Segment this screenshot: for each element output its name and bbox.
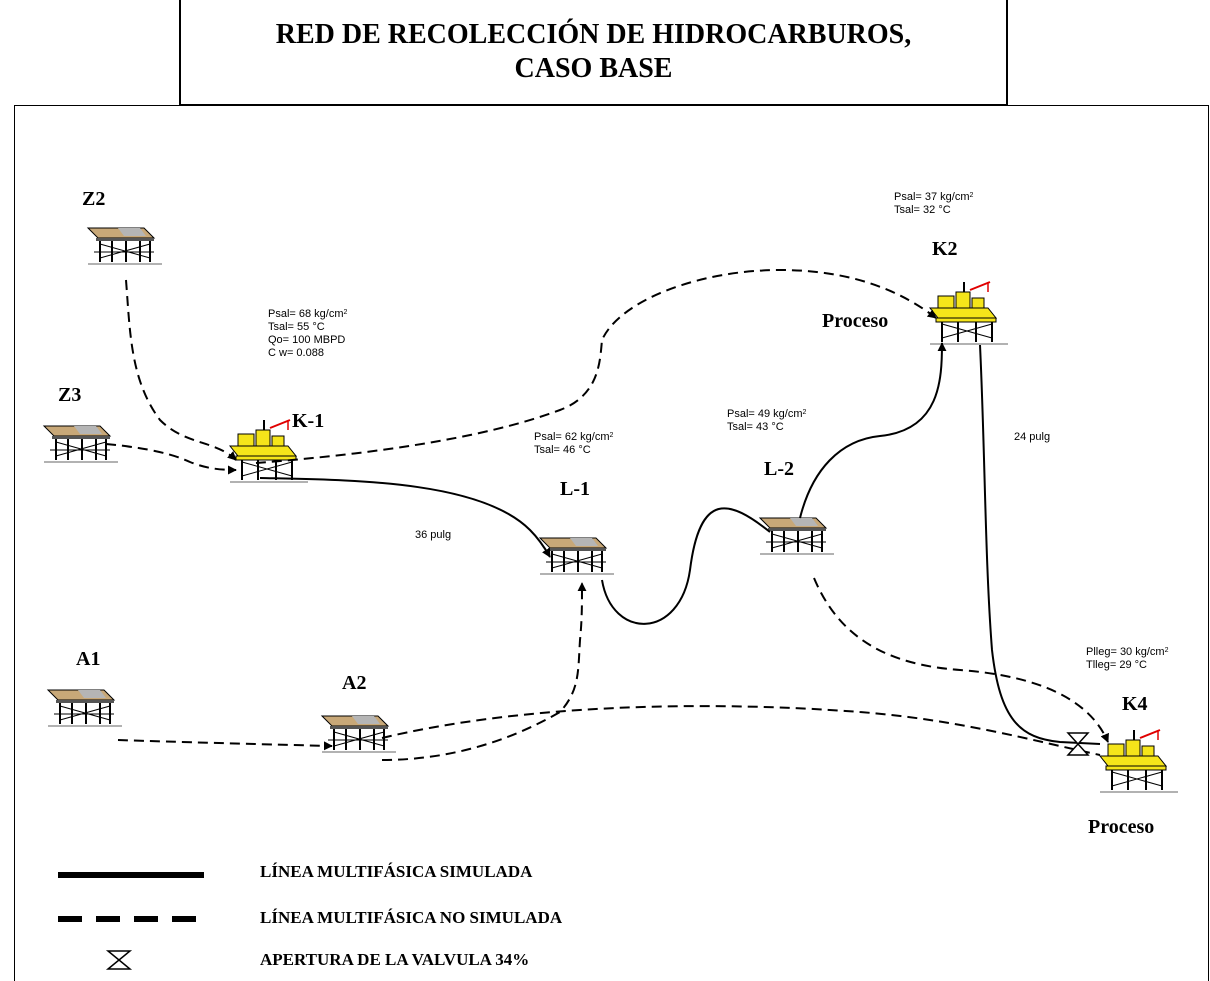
annotation-l2: Psal= 49 kg/cm2 Tsal= 43 °C: [727, 408, 807, 433]
line-a1-a2: [117, 739, 333, 751]
node-label-l1: L-1: [560, 478, 590, 500]
node-label-l2: L-2: [764, 458, 794, 480]
node-label-a1: A1: [76, 648, 101, 670]
legend-valve-icon: [105, 950, 133, 970]
line-a2-k4: [381, 705, 1101, 756]
l2-tsal: Tsal= 43 °C: [727, 421, 784, 433]
annotation-k4: Plleg= 30 kg/cm2 Tlleg= 29 °C: [1086, 646, 1169, 671]
line-k1-k2: [255, 268, 937, 464]
platform-a1: [47, 689, 123, 727]
k1-psal: Psal= 68 kg/cm: [268, 308, 344, 320]
pipe-size-k2-k4: 24 pulg: [1014, 431, 1051, 443]
node-label-k4: K4: [1122, 693, 1148, 715]
platform-z2: [87, 227, 163, 265]
annotation-k1: Psal= 68 kg/cm2 Tsal= 55 °C Qo= 100 MBPD…: [268, 308, 348, 359]
title-line-1: RED DE RECOLECCIÓN DE HIDROCARBUROS,: [275, 19, 912, 50]
node-label-k2: K2: [932, 238, 958, 260]
line-l1-l2: [601, 507, 771, 625]
k1-cw: C w= 0.088: [268, 347, 324, 359]
pipe-size-k1-l1: 36 pulg: [415, 529, 452, 541]
node-label-z2: Z2: [82, 188, 106, 210]
k4-tlleg: Tlleg= 29 °C: [1086, 659, 1147, 671]
platform-k4: [1099, 729, 1179, 793]
line-k1-l1: [259, 477, 551, 558]
line-l2-k4: [813, 577, 1109, 743]
title-box: RED DE RECOLECCIÓN DE HIDROCARBUROS, CAS…: [179, 0, 1008, 106]
line-a2-l1: [381, 582, 587, 761]
platform-l2: [759, 517, 835, 555]
platform-k2: [929, 281, 1009, 345]
k4-plleg: Plleg= 30 kg/cm: [1086, 646, 1165, 658]
line-l2-k2: [799, 342, 947, 519]
valve-icon: [1066, 732, 1090, 756]
process-label-k4: Proceso: [1088, 816, 1155, 838]
line-z3-k1: [105, 443, 237, 475]
title-line-2: CASO BASE: [514, 53, 673, 84]
node-label-k1: K-1: [292, 410, 325, 432]
node-label-z3: Z3: [58, 384, 82, 406]
annotation-l1: Psal= 62 kg/cm2 Tsal= 46 °C: [534, 431, 614, 456]
k1-qo: Qo= 100 MBPD: [268, 334, 346, 346]
node-label-a2: A2: [342, 672, 367, 694]
l1-psal: Psal= 62 kg/cm: [534, 431, 610, 443]
line-z2-k1: [125, 279, 237, 461]
l2-psal: Psal= 49 kg/cm: [727, 408, 803, 420]
platform-l1: [539, 537, 615, 575]
process-label-k2: Proceso: [822, 310, 889, 332]
legend-dashed-label: LÍNEA MULTIFÁSICA NO SIMULADA: [260, 908, 563, 927]
annotation-k2: Psal= 37 kg/cm2 Tsal= 32 °C: [894, 191, 974, 216]
platform-a2: [321, 715, 397, 753]
legend-valve-label: APERTURA DE LA VALVULA 34%: [260, 950, 530, 969]
k1-tsal: Tsal= 55 °C: [268, 321, 325, 333]
line-k2-k4: [979, 344, 1101, 745]
k2-psal: Psal= 37 kg/cm: [894, 191, 970, 203]
l1-tsal: Tsal= 46 °C: [534, 444, 591, 456]
legend-solid-label: LÍNEA MULTIFÁSICA SIMULADA: [260, 862, 533, 881]
k2-tsal: Tsal= 32 °C: [894, 204, 951, 216]
